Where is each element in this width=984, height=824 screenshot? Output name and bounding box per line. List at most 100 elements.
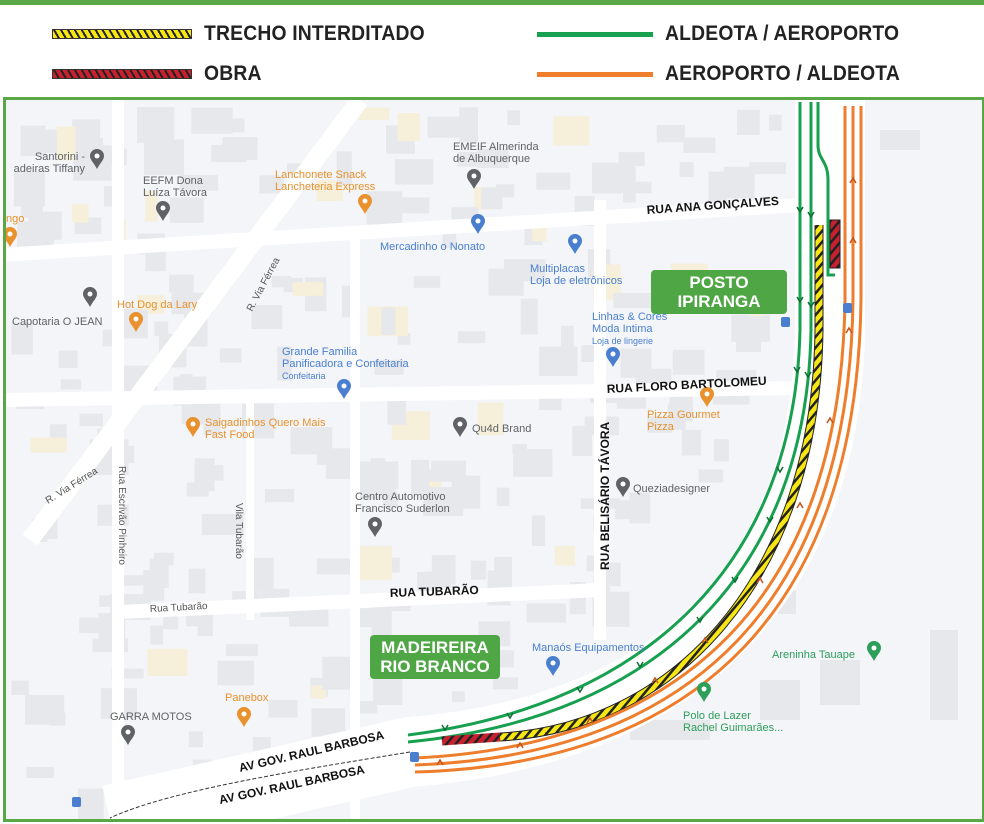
poi-label: Loja de lingerie xyxy=(592,336,653,346)
poi-label: Manaós Equipamentos xyxy=(532,642,645,654)
poi-place[interactable]: Santorini -adeiras Tiffany xyxy=(14,149,104,175)
park-pin-icon[interactable] xyxy=(697,682,711,702)
pin-dot xyxy=(550,660,556,666)
building-block xyxy=(623,166,636,203)
poi-label: Luíza Távora xyxy=(143,187,208,199)
poi-label: Mercadinho o Nonato xyxy=(380,241,485,253)
poi-label: Pizza Gourmet xyxy=(647,409,720,421)
park-pin-icon[interactable] xyxy=(867,641,881,661)
legend-item-trecho-interditado: TRECHO INTERDITADO xyxy=(52,22,444,46)
building-block xyxy=(58,350,78,369)
school-pin-icon[interactable] xyxy=(156,201,170,221)
pin-dot xyxy=(457,421,463,427)
building-block xyxy=(72,204,89,223)
building-block xyxy=(431,460,467,480)
poi-place[interactable]: Queziadesigner xyxy=(616,477,710,497)
legend-label: AEROPORTO / ALDEOTA xyxy=(665,62,900,85)
building-block xyxy=(118,575,153,586)
building-block xyxy=(459,107,478,142)
building-block xyxy=(137,295,164,314)
building-block xyxy=(219,348,242,363)
bus-stop-icon xyxy=(410,752,419,762)
direction-arrow-icon xyxy=(506,712,514,720)
school-pin-icon[interactable] xyxy=(467,169,481,189)
poi-shop[interactable]: Manaós Equipamentos xyxy=(532,642,645,676)
building-block xyxy=(477,402,504,436)
direction-arrow-icon xyxy=(636,661,644,669)
building-block xyxy=(630,181,652,194)
place-pin-icon[interactable] xyxy=(90,149,104,169)
food-pin-icon[interactable] xyxy=(237,707,251,727)
poi-place[interactable]: Qu4d Brand xyxy=(453,417,531,437)
shop-pin-icon[interactable] xyxy=(471,214,485,234)
food-pin-icon[interactable] xyxy=(6,227,17,247)
poi-place[interactable]: GARRA MOTOS xyxy=(110,711,192,745)
poi-food[interactable]: ngo xyxy=(6,213,24,247)
place-pin-icon[interactable] xyxy=(453,417,467,437)
pin-dot xyxy=(160,205,166,211)
building-block xyxy=(536,172,571,190)
place-pin-icon[interactable] xyxy=(83,287,97,307)
food-pin-icon[interactable] xyxy=(186,417,200,437)
green-line-swatch xyxy=(537,31,653,37)
shop-pin-icon[interactable] xyxy=(568,234,582,254)
building-block xyxy=(79,617,114,634)
direction-arrow-icon xyxy=(849,176,857,184)
obra-top xyxy=(829,219,841,269)
building-block xyxy=(749,162,786,175)
shop-pin-icon[interactable] xyxy=(546,656,560,676)
poi-label: EEFM Dona xyxy=(143,175,204,187)
shop-pin-icon[interactable] xyxy=(337,379,351,399)
building-block xyxy=(539,397,562,411)
building-block xyxy=(713,439,729,462)
place-pin-icon[interactable] xyxy=(616,477,630,497)
poi-label: Saigadinhos Quero Mais xyxy=(205,417,326,429)
direction-arrow-icon xyxy=(776,466,784,474)
poi-label: adeiras Tiffany xyxy=(14,163,86,175)
pin-dot xyxy=(572,238,578,244)
building-block xyxy=(620,348,652,378)
building-block xyxy=(820,660,860,705)
direction-arrow-icon xyxy=(845,326,853,334)
building-block xyxy=(531,515,546,547)
poi-park[interactable]: Areninha Tauape xyxy=(772,641,881,661)
food-pin-icon[interactable] xyxy=(129,312,143,332)
street-label-belisario-tavora: RUA BELISÁRIO TÁVORA xyxy=(597,421,612,570)
callout-line: RIO BRANCO xyxy=(380,657,490,676)
food-pin-icon[interactable] xyxy=(700,387,714,407)
building-block xyxy=(20,125,46,157)
pin-dot xyxy=(610,351,616,357)
poi-place[interactable]: Capotaria O JEAN xyxy=(12,287,103,328)
direction-arrow-icon xyxy=(793,366,801,374)
building-block xyxy=(731,314,770,342)
poi-food[interactable]: Hot Dog da Lary xyxy=(117,299,198,332)
poi-label: Hot Dog da Lary xyxy=(117,299,198,311)
pin-dot xyxy=(190,421,196,427)
poi-shop[interactable]: Mercadinho o Nonato xyxy=(380,214,485,253)
poi-food[interactable]: Panebox xyxy=(225,692,269,727)
food-pin-icon[interactable] xyxy=(358,194,372,214)
place-pin-icon[interactable] xyxy=(121,725,135,745)
building-block xyxy=(79,413,103,427)
shop-pin-icon[interactable] xyxy=(606,347,620,367)
building-block xyxy=(681,429,702,456)
building-block xyxy=(512,444,528,455)
place-pin-icon[interactable] xyxy=(368,517,382,537)
poi-label: de Albuquerque xyxy=(453,153,530,165)
poi-label: Queziadesigner xyxy=(633,483,710,495)
building-block xyxy=(197,625,213,637)
legend-label: TRECHO INTERDITADO xyxy=(204,22,425,45)
direction-arrow-icon xyxy=(756,576,764,584)
